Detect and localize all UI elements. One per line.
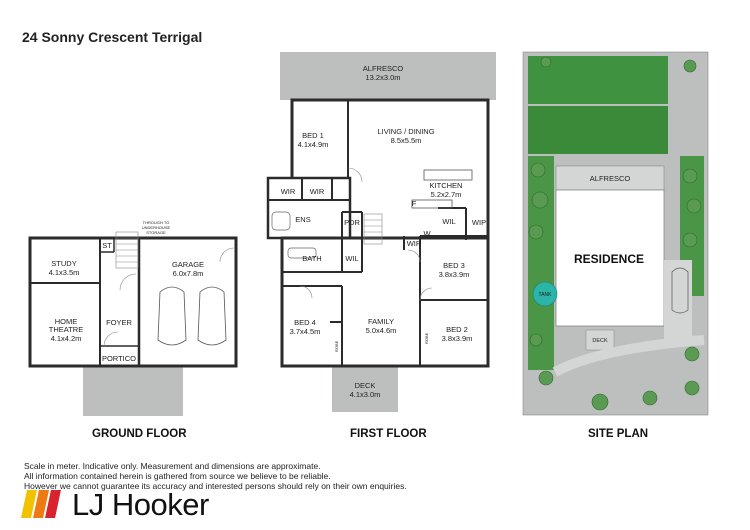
residence-label: RESIDENCE <box>574 252 644 266</box>
living-label: LIVING / DINING <box>377 127 434 136</box>
first-floor-plan <box>266 52 496 412</box>
bed3-label: BED 3 <box>443 261 465 270</box>
ground-labels: STUDY 4.1x3.5m HOME THEATRE 4.1x4.2m FOY… <box>49 220 204 363</box>
site-labels: ALFRESCO RESIDENCE TANK DECK <box>539 174 644 344</box>
family-label: FAMILY <box>368 317 394 326</box>
theatre-dim: 4.1x4.2m <box>51 334 82 343</box>
bath-label: BATH <box>302 254 321 263</box>
site-alfresco-label: ALFRESCO <box>590 174 631 183</box>
first-labels: ALFRESCO 13.2x3.0m BED 1 4.1x4.9m LIVING… <box>281 64 486 399</box>
wil-label-1: WIL <box>345 254 358 263</box>
bed1-dim: 4.1x4.9m <box>298 140 329 149</box>
site-plan <box>522 51 709 416</box>
ground-outer-wall <box>28 236 238 368</box>
disclaimer-line-2: All information contained herein is gath… <box>24 471 331 481</box>
site-deck-label: DECK <box>592 338 608 344</box>
wil-label-2: WIL <box>442 217 455 226</box>
lawn <box>528 106 668 154</box>
bed4-dim: 3.7x4.5m <box>290 327 321 336</box>
study-label: STUDY <box>51 259 76 268</box>
kitchen-label: KITCHEN <box>430 181 463 190</box>
tank-label: TANK <box>539 292 553 298</box>
theatre-label2: THEATRE <box>49 325 83 334</box>
ens-label: ENS <box>295 215 310 224</box>
logo-text: LJ Hooker <box>72 487 209 522</box>
storage-line2: UNDERHOUSE <box>142 225 171 230</box>
family-dim: 5.0x4.6m <box>366 326 397 335</box>
site-plan-label: SITE PLAN <box>588 428 649 440</box>
lj-hooker-logo <box>21 490 64 518</box>
bed2-label: BED 2 <box>446 325 468 334</box>
living-dim: 8.5x5.5m <box>391 136 422 145</box>
deck-pad <box>332 366 398 412</box>
fridge-label: F <box>412 199 417 208</box>
alfresco-pad <box>280 52 496 100</box>
wip-label: WIP <box>472 218 486 227</box>
bed1-label: BED 1 <box>302 131 324 140</box>
deck-label: DECK <box>355 381 376 390</box>
disclaimer-line-1: Scale in meter. Indicative only. Measure… <box>24 461 321 471</box>
deck-dim: 4.1x3.0m <box>350 390 381 399</box>
bed3-dim: 3.8x3.9m <box>439 270 470 279</box>
tank-icon <box>532 281 558 307</box>
robe-label-2: ROBE <box>424 332 429 344</box>
storage-line3: STORAGE <box>146 230 166 235</box>
portico-pad <box>83 364 183 416</box>
kitchen-dim: 5.2x2.7m <box>431 190 462 199</box>
robe-label-1: ROBE <box>334 340 339 352</box>
pdr-label: PDR <box>344 218 360 227</box>
alfresco-dim: 13.2x3.0m <box>365 73 400 82</box>
alfresco-label: ALFRESCO <box>363 64 404 73</box>
ground-floor-label: GROUND FLOOR <box>92 428 187 440</box>
wir-label-1: WIR <box>281 187 296 196</box>
garage-dim: 6.0x7.8m <box>173 269 204 278</box>
storage-line1: THROUGH TO <box>143 220 170 225</box>
st-label: ST <box>102 241 112 250</box>
wir-label-2: WIR <box>310 187 325 196</box>
residence-footprint <box>555 189 665 327</box>
bed4-label: BED 4 <box>294 318 316 327</box>
garage-label: GARAGE <box>172 260 204 269</box>
foyer-label: FOYER <box>106 318 132 327</box>
page-title: 24 Sonny Crescent Terrigal <box>22 29 203 45</box>
study-dim: 4.1x3.5m <box>49 268 80 277</box>
w-label: W <box>423 229 431 238</box>
bed2-dim: 3.8x3.9m <box>442 334 473 343</box>
first-floor-label: FIRST FLOOR <box>350 428 427 440</box>
wir-label-3: WIR <box>407 239 422 248</box>
theatre-label1: HOME <box>55 317 78 326</box>
disclaimer-line-3: However we cannot guarantee its accuracy… <box>24 481 407 491</box>
portico-label: PORTICO <box>102 354 136 363</box>
ground-floor-plan <box>28 231 238 416</box>
